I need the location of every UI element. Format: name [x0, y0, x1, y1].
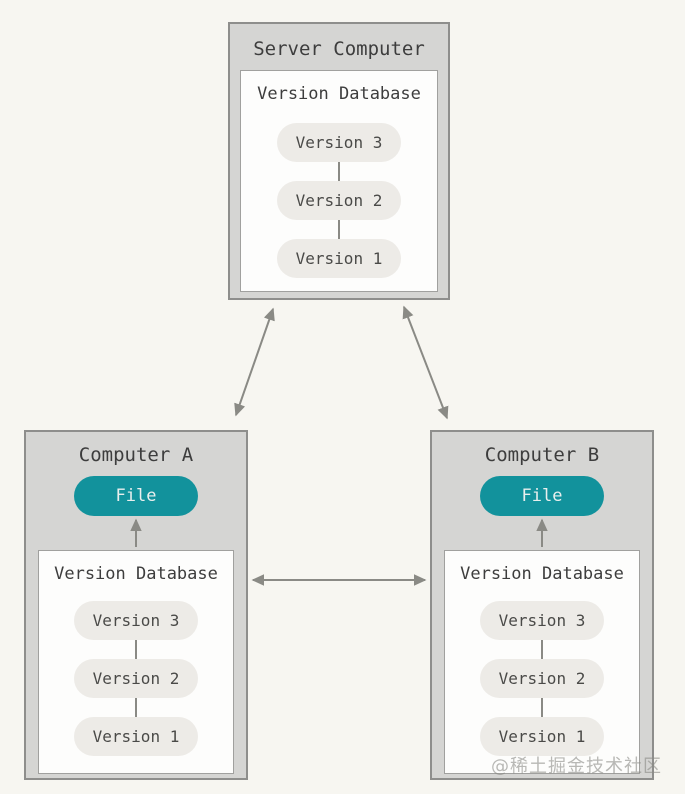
computer-b-file-pill: File [480, 476, 604, 516]
server-computer-b-arrow [402, 305, 449, 420]
computer-a-box: Computer A File Version Database Version… [24, 430, 248, 780]
version-pill: Version 1 [480, 717, 604, 756]
computer-a-title: Computer A [78, 444, 194, 466]
version-connector-line [135, 698, 137, 717]
version-pill: Version 2 [480, 659, 604, 698]
computer-a-file-pill: File [74, 476, 198, 516]
computer-a-version-stack: Version 3 Version 2 Version 1 [39, 601, 233, 756]
server-version-database-title: Version Database [257, 84, 421, 104]
version-pill: Version 3 [277, 123, 401, 162]
computer-a-version-database-box: Version Database Version 3 Version 2 Ver… [38, 550, 234, 774]
version-connector-line [135, 640, 137, 659]
server-computer-title: Server Computer [253, 38, 425, 60]
watermark-text: @稀土掘金技术社区 [491, 756, 662, 777]
version-pill: Version 1 [277, 239, 401, 278]
version-connector-line [541, 698, 543, 717]
version-pill: Version 3 [480, 601, 604, 640]
computer-b-title: Computer B [484, 444, 600, 466]
computer-b-version-stack: Version 3 Version 2 Version 1 [445, 601, 639, 756]
server-computer-box: Server Computer Version Database Version… [228, 22, 450, 300]
version-connector-line [338, 220, 340, 239]
version-pill: Version 2 [74, 659, 198, 698]
version-pill: Version 1 [74, 717, 198, 756]
version-connector-line [541, 640, 543, 659]
computer-b-version-database-title: Version Database [460, 564, 624, 584]
computer-b-box: Computer B File Version Database Version… [430, 430, 654, 780]
version-connector-line [338, 162, 340, 181]
server-version-stack: Version 3 Version 2 Version 1 [241, 123, 437, 278]
server-computer-a-arrow [234, 307, 275, 417]
server-version-database-box: Version Database Version 3 Version 2 Ver… [240, 70, 438, 292]
computer-b-version-database-box: Version Database Version 3 Version 2 Ver… [444, 550, 640, 774]
version-pill: Version 2 [277, 181, 401, 220]
version-pill: Version 3 [74, 601, 198, 640]
computer-a-version-database-title: Version Database [54, 564, 218, 584]
